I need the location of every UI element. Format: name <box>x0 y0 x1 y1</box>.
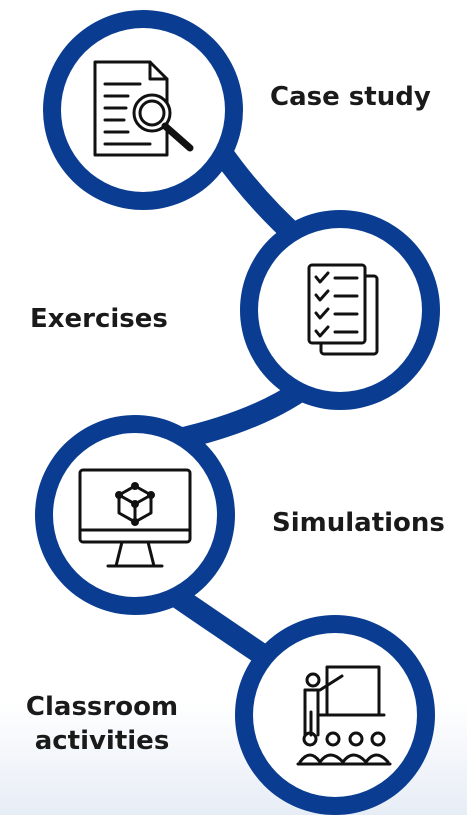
step-case-study-node <box>43 10 243 210</box>
step-label-line-2: activities <box>34 726 170 756</box>
step-exercises-node <box>240 210 440 410</box>
step-label-simulations: Simulations <box>272 508 445 538</box>
step-classroom-activities-node <box>235 615 435 815</box>
monitor-3d-cube-icon <box>78 468 192 568</box>
step-simulations-node <box>35 415 235 615</box>
step-label-exercises: Exercises <box>30 304 168 334</box>
teacher-classroom-icon <box>296 665 392 766</box>
document-search-icon <box>93 60 194 157</box>
step-label-classroom-activities: Classroom activities <box>12 690 192 758</box>
step-label-line-1: Classroom <box>25 692 179 722</box>
step-label-case-study: Case study <box>270 82 431 112</box>
checklist-icon <box>307 263 379 356</box>
